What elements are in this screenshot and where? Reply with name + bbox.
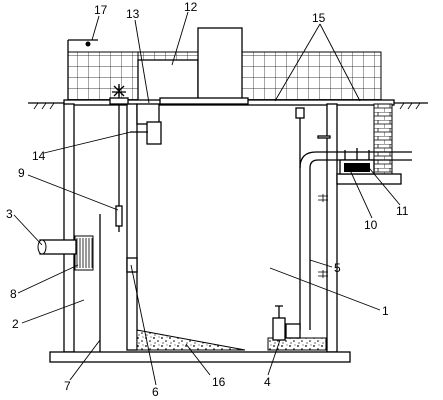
callout-1: 1 <box>382 304 389 318</box>
callout-6: 6 <box>152 385 159 399</box>
valve-box <box>339 148 375 175</box>
check-valves <box>318 194 328 278</box>
brick-wall <box>373 103 393 179</box>
pipe-clamp-top <box>317 135 331 139</box>
callout-15: 15 <box>312 11 326 25</box>
callout-11: 11 <box>396 204 409 218</box>
tall-equipment-box <box>197 27 243 105</box>
valve-platform <box>336 173 402 185</box>
roof-vent-left <box>109 97 129 105</box>
base-slab <box>49 351 351 363</box>
right-outer-wall <box>326 103 338 353</box>
ground-line-left <box>28 102 68 110</box>
lifting-mechanism <box>112 84 126 232</box>
callout-12: 12 <box>184 0 198 14</box>
riser-pipe <box>295 107 412 330</box>
roof-vent-center <box>159 97 249 105</box>
leader-lines <box>13 11 401 386</box>
callout-7: 7 <box>64 379 71 393</box>
callout-10: 10 <box>364 218 378 232</box>
callout-8: 8 <box>10 287 17 301</box>
callout-2: 2 <box>12 317 19 331</box>
callout-3: 3 <box>6 207 13 221</box>
inlet-hatch <box>130 103 162 145</box>
callout-4: 4 <box>264 375 271 389</box>
callout-5: 5 <box>334 261 341 275</box>
callout-9: 9 <box>18 166 25 180</box>
callout-13: 13 <box>126 7 140 21</box>
callout-16: 16 <box>212 375 226 389</box>
inlet-pipe <box>37 239 77 255</box>
sediment-bed <box>136 329 246 351</box>
partition-wall <box>126 103 138 351</box>
submersible-pump <box>272 305 301 341</box>
ground-line-right <box>392 102 428 110</box>
lightning-rod <box>67 39 98 103</box>
left-outer-wall <box>63 103 75 353</box>
callout-17: 17 <box>94 3 108 17</box>
callout-14: 14 <box>32 149 46 163</box>
